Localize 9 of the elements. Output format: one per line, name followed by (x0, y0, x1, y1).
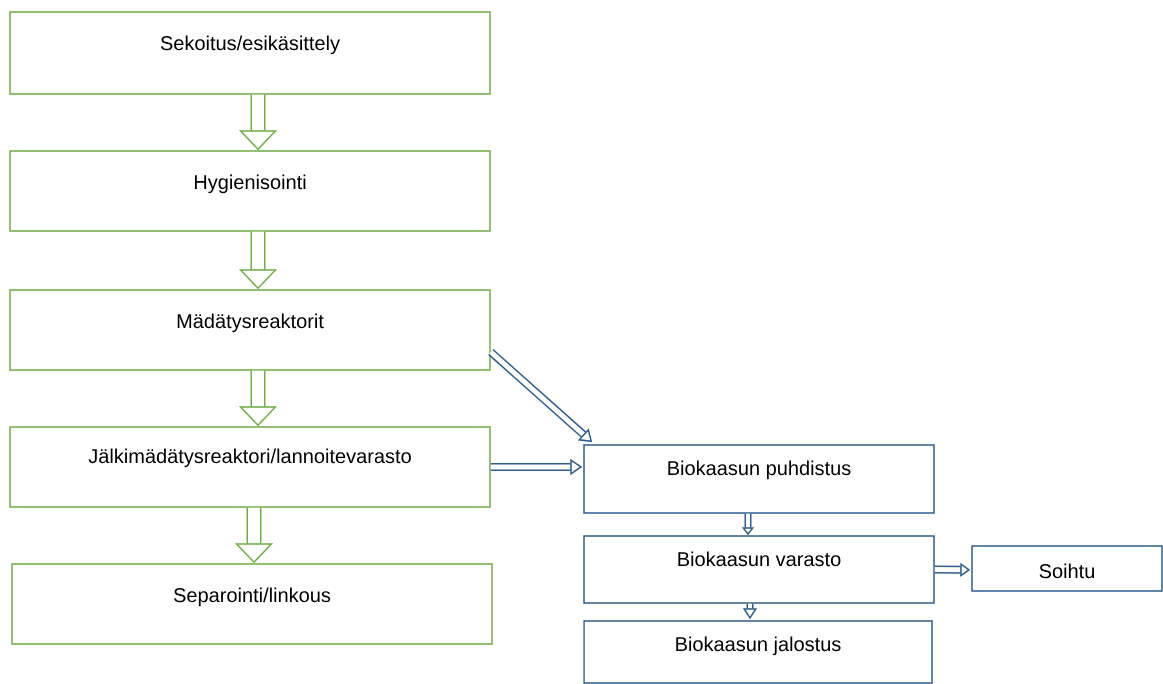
process-box: Biokaasun puhdistus (583, 444, 935, 514)
process-box: Separointi/linkous (11, 563, 493, 645)
process-box: Mädätysreaktorit (9, 289, 491, 371)
process-box: Jälkimädätysreaktori/lannoitevarasto (9, 426, 491, 508)
process-box: Soihtu (971, 545, 1163, 592)
process-box: Biokaasun varasto (583, 535, 935, 604)
process-box: Biokaasun jalostus (583, 620, 933, 684)
process-box: Sekoitus/esikäsittely (9, 11, 491, 95)
process-box: Hygienisointi (9, 150, 491, 232)
